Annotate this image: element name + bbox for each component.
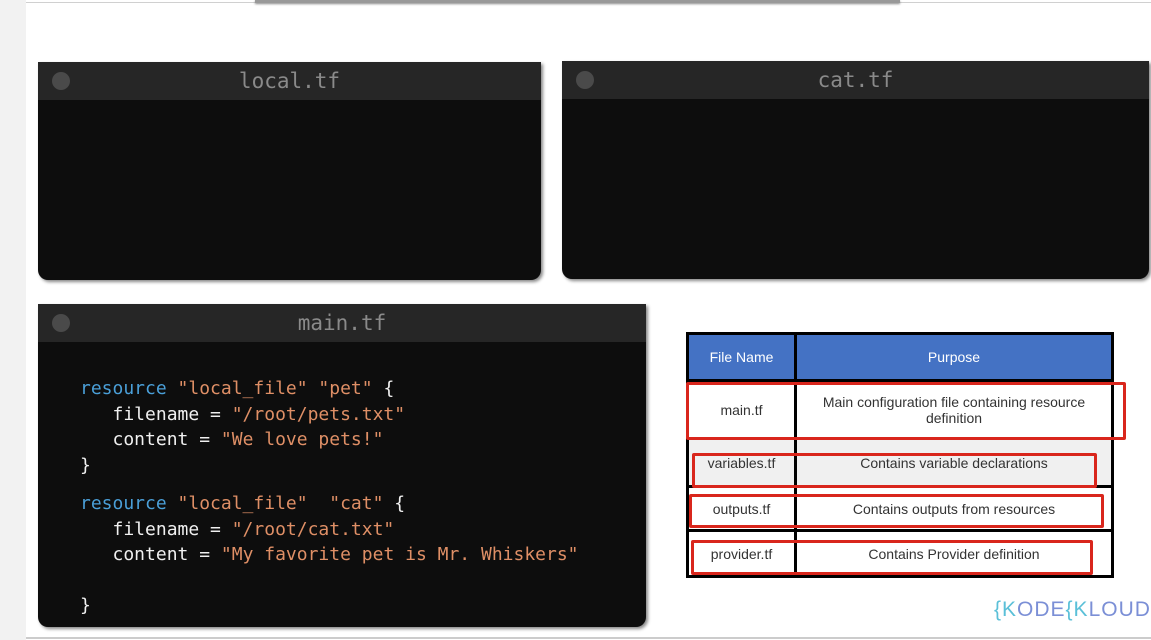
kodekloud-logo: {KODE{KLOUD [994,598,1151,622]
code-block: resource "local_file" "pet" { filename =… [80,376,579,618]
code-line: } [80,594,91,616]
code-line: filename = "/root/pets.txt" [80,402,579,428]
code-line: content = "We love pets!" [80,427,579,453]
attr: filename = [80,403,232,425]
local-tf-window: local.tf [38,62,541,280]
attr: filename = [80,518,232,540]
divider [26,637,1151,639]
keyword: resource [80,378,167,399]
main-tf-window: main.tf resource "local_file" "pet" { fi… [38,304,646,627]
punct: { [372,378,395,399]
cell-purpose: Contains variable declarations [794,437,1114,488]
code-line: filename = "/root/cat.txt" [80,517,579,543]
keyword: resource [80,493,167,514]
logo-part: {K [1065,598,1089,621]
window-dot-icon [52,72,70,90]
window-titlebar: cat.tf [562,61,1149,99]
string: "My favorite pet is Mr. Whiskers" [220,544,579,565]
attr: content = [80,544,221,565]
cell-purpose: Contains outputs from resources [794,485,1114,532]
window-title: local.tf [238,69,341,93]
code-line: resource "local_file" "pet" { [80,376,579,402]
cell-file: outputs.tf [686,485,797,532]
cell-purpose: Contains Provider definition [794,529,1114,578]
string: "local_file" "cat" [166,493,384,514]
highlight-box [686,382,1126,440]
left-margin [0,0,26,640]
cell-file: provider.tf [686,529,797,578]
header-file-name: File Name [686,332,797,382]
window-title: main.tf [297,311,387,335]
code-line: } [80,454,91,476]
code-line: content = "My favorite pet is Mr. Whiske… [80,542,579,568]
highlight-box [691,540,1093,575]
window-title: cat.tf [817,68,894,92]
string: "/root/pets.txt" [231,403,406,425]
window-dot-icon [52,314,70,332]
window-titlebar: local.tf [38,62,541,100]
string: "/root/cat.txt" [231,518,395,540]
cell-file: main.tf [686,379,797,440]
logo-part: ODE [1017,598,1066,621]
attr: content = [80,429,221,450]
logo-part: {K [994,598,1018,621]
window-titlebar: main.tf [38,304,646,342]
cat-tf-window: cat.tf [562,61,1149,279]
highlight-box [692,453,1097,488]
string: "local_file" "pet" [166,378,373,399]
string: "We love pets!" [220,429,384,450]
logo-part: LOUD [1088,598,1151,621]
header-purpose: Purpose [794,332,1114,382]
window-dot-icon [576,71,594,89]
code-line: resource "local_file" "cat" { [80,491,579,517]
punct: { [383,493,406,514]
top-bar [255,0,900,3]
highlight-box [689,494,1104,528]
cell-file: variables.tf [686,437,797,488]
